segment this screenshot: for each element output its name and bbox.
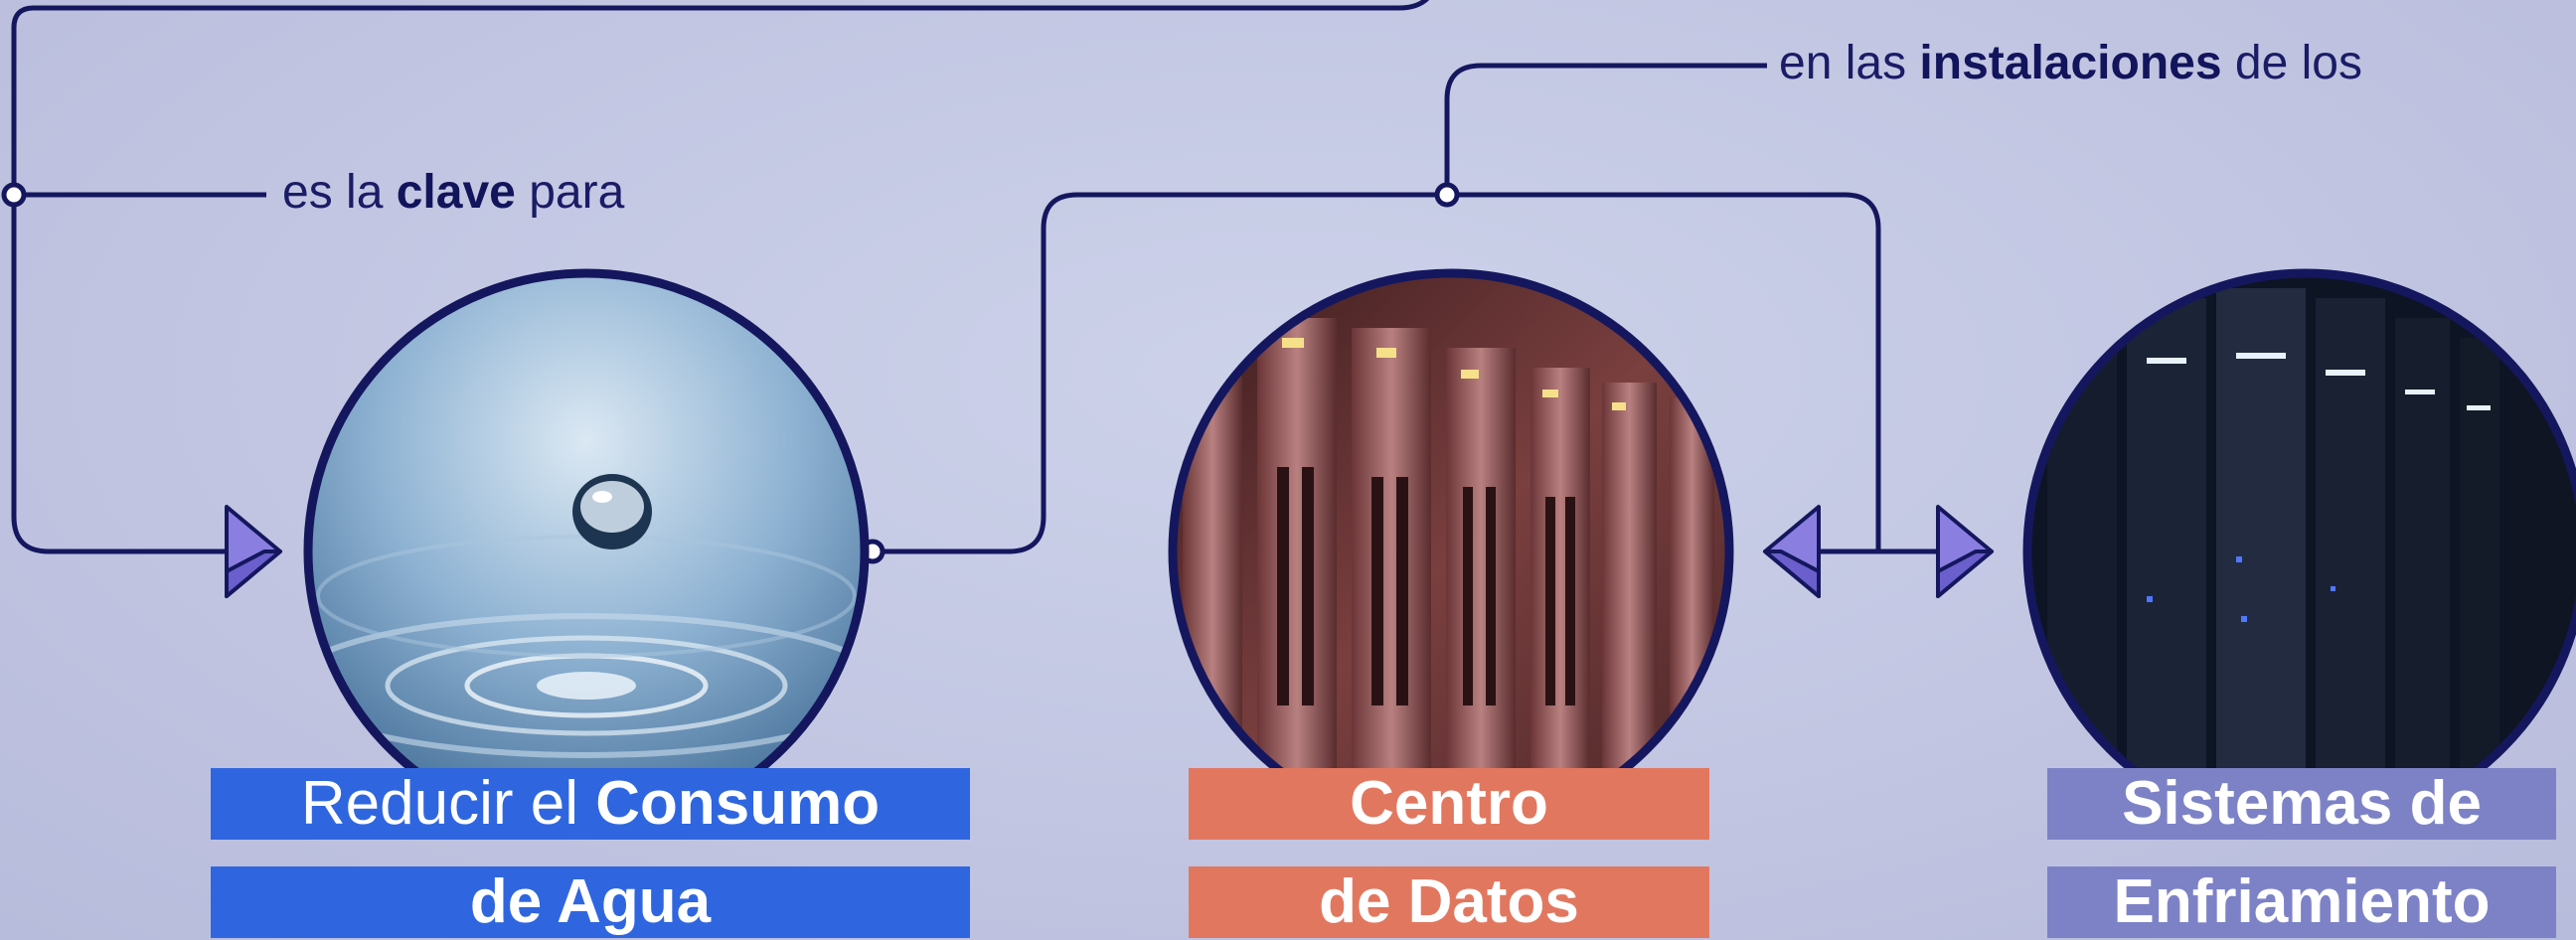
cooling-node-label-line2: Enfriamiento: [2047, 866, 2556, 938]
facilities-label-bold: instalaciones: [1919, 37, 2222, 89]
cooling-label-line1: Sistemas de: [2122, 769, 2482, 838]
key-connector-label: es la clave para: [282, 165, 624, 220]
water-label-line2: de Agua: [469, 867, 712, 936]
junction-dot-left: [1, 182, 27, 208]
facilities-label-post: de los: [2221, 37, 2362, 89]
water-drop-image: [303, 268, 870, 835]
facilities-label-pre: en las: [1779, 37, 1920, 89]
server-room-image: [2022, 268, 2576, 835]
arrow-right-icon: [1936, 505, 1994, 598]
water-label-bold: Consumo: [595, 769, 881, 838]
left-connector-line: [11, 149, 227, 554]
datacenter-label-line2: de Datos: [1319, 867, 1579, 936]
server-racks-image: [1168, 268, 1734, 835]
key-label-bold: clave: [396, 166, 516, 219]
water-node-label-line2: de Agua: [211, 866, 970, 938]
connector-lines: [11, 0, 1938, 554]
arrow-left-icon: [1763, 505, 1821, 598]
water-label-pre: Reducir el: [300, 769, 596, 838]
top-connector-line: [11, 0, 1430, 149]
key-label-post: para: [515, 166, 625, 219]
water-to-datacenter-line: [873, 192, 1881, 554]
cooling-label-line2: Enfriamiento: [2113, 867, 2491, 936]
facilities-branch-line: [1444, 63, 1767, 195]
datacenter-node-label-line1: Centro: [1189, 768, 1709, 840]
datacenter-node-label-line2: de Datos: [1189, 866, 1709, 938]
junction-dot-top: [1434, 182, 1460, 208]
facilities-connector-label: en las instalaciones de los: [1779, 36, 2362, 90]
arrow-right-icon: [225, 505, 282, 598]
datacenter-label-line1: Centro: [1350, 769, 1548, 838]
cooling-node-label-line1: Sistemas de: [2047, 768, 2556, 840]
key-label-pre: es la: [282, 166, 397, 219]
water-node-label-line1: Reducir el Consumo: [211, 768, 970, 840]
arrowheads: [225, 505, 1994, 598]
